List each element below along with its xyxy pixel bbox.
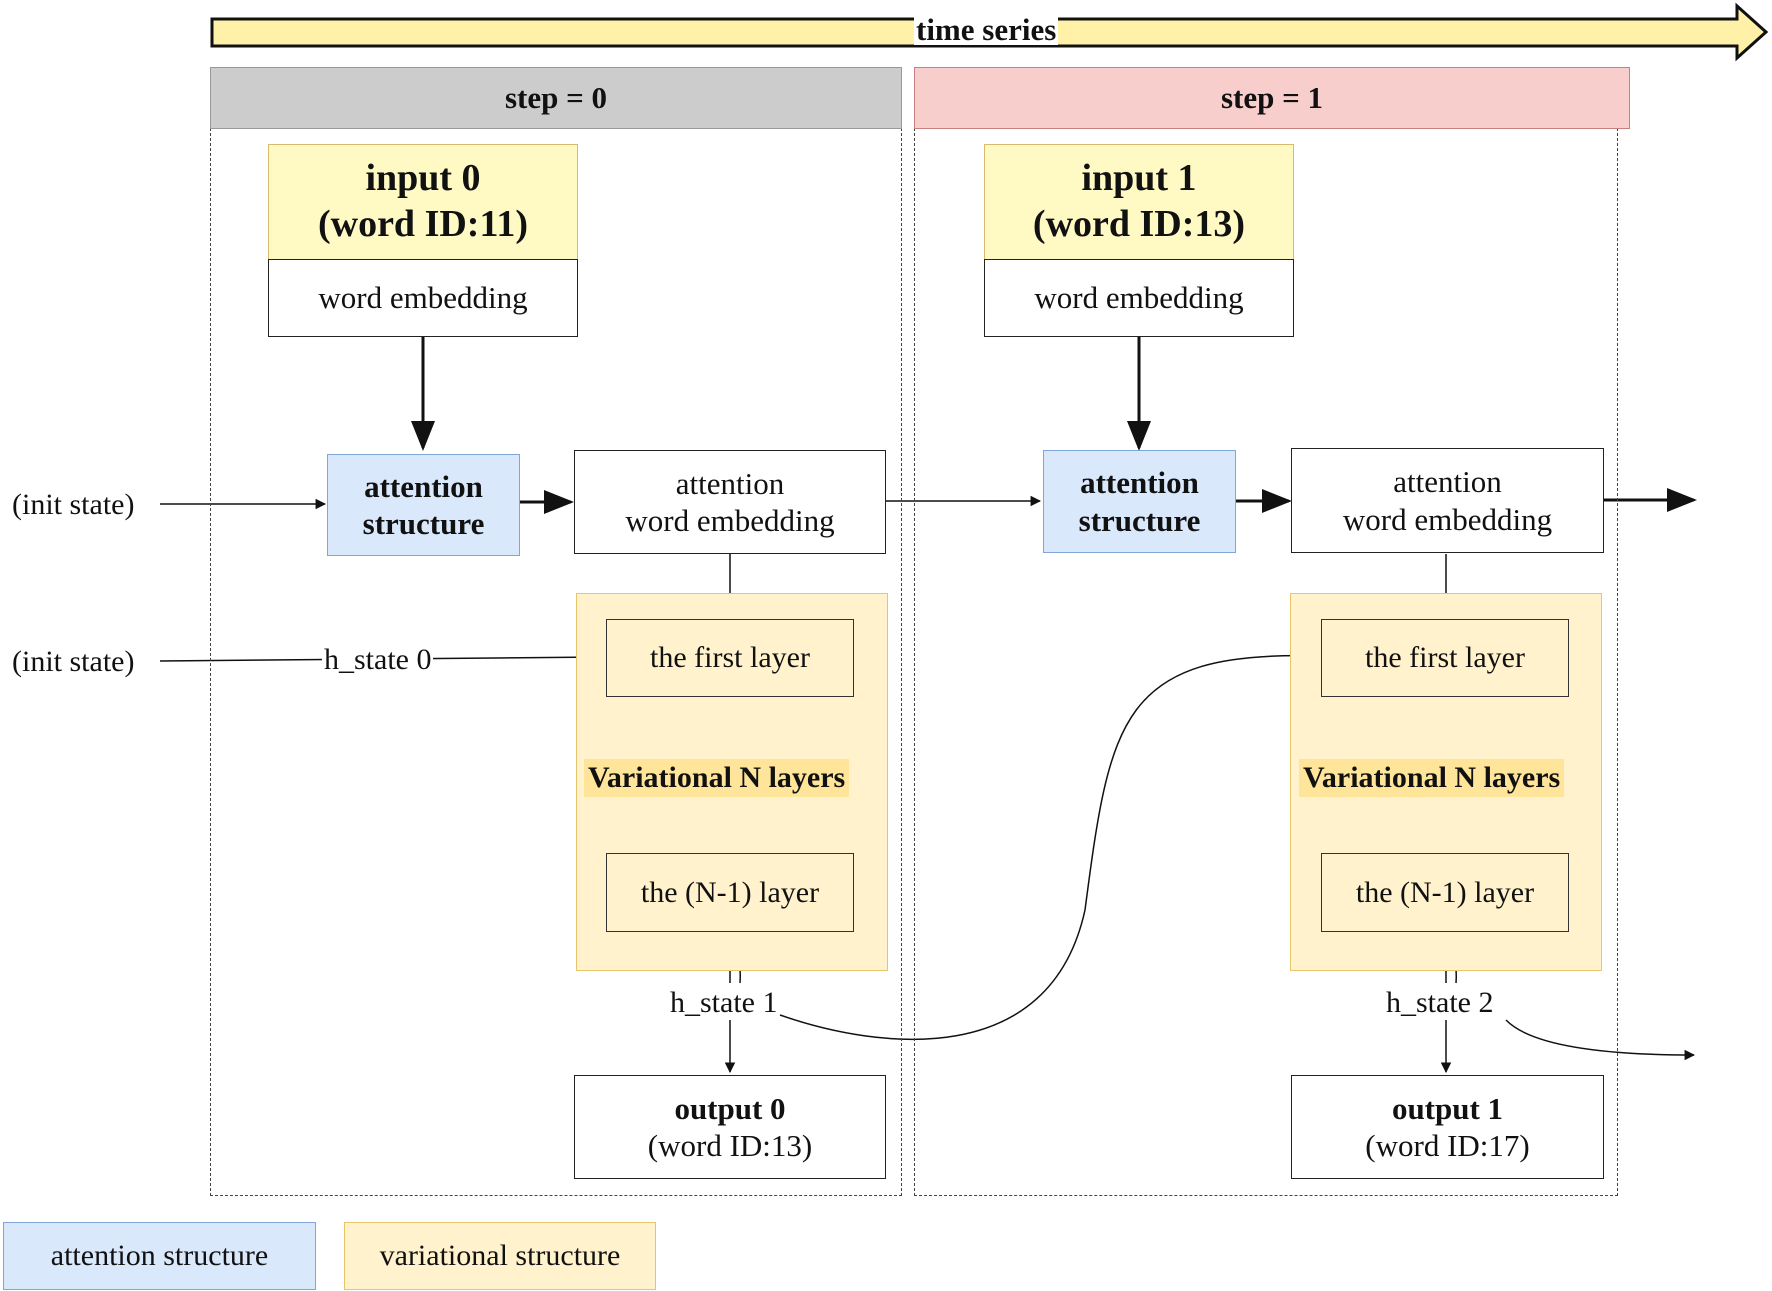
first-layer-0: the first layer: [606, 619, 854, 697]
output-1-title: output 1: [1391, 1090, 1504, 1126]
h-state-0-label: h_state 0: [322, 643, 434, 676]
attention-word-embedding-1-line2: word embedding: [1342, 501, 1553, 537]
last-layer-0: the (N-1) layer: [606, 853, 854, 932]
attention-structure-0-line1: attention: [364, 468, 483, 504]
output-0-box: output 0 (word ID:13): [574, 1075, 886, 1179]
legend-attention-structure: attention structure: [3, 1222, 316, 1290]
input-1-title: input 1: [1081, 157, 1197, 200]
init-state-attention-label: (init state): [12, 488, 135, 521]
step-0-header: step = 0: [210, 67, 902, 129]
attention-structure-1-line1: attention: [1080, 465, 1199, 501]
word-embedding-0: word embedding: [268, 259, 578, 337]
attention-word-embedding-1: attention word embedding: [1291, 448, 1604, 553]
attention-structure-1-line2: structure: [1078, 502, 1201, 538]
attention-word-embedding-0-line2: word embedding: [625, 503, 835, 538]
attention-structure-0: attention structure: [327, 454, 520, 556]
first-layer-1: the first layer: [1321, 619, 1569, 697]
input-0-box: input 0 (word ID:11): [268, 144, 578, 260]
variational-n-layers-label-0: Variational N layers: [584, 759, 850, 797]
output-1-box: output 1 (word ID:17): [1291, 1075, 1604, 1179]
input-1-word-id: (word ID:13): [1032, 203, 1246, 245]
attention-word-embedding-1-line1: attention: [1393, 464, 1502, 500]
time-series-label: time series: [914, 12, 1059, 47]
h-state-1-label: h_state 1: [668, 986, 780, 1019]
output-1-word-id: (word ID:17): [1365, 1128, 1530, 1163]
input-0-title: input 0: [365, 157, 481, 200]
output-0-title: output 0: [674, 1090, 786, 1126]
h-state-2-label: h_state 2: [1384, 986, 1496, 1019]
word-embedding-1: word embedding: [984, 259, 1294, 337]
legend-variational-structure: variational structure: [344, 1222, 656, 1290]
init-state-hidden-label: (init state): [12, 645, 135, 678]
input-1-box: input 1 (word ID:13): [984, 144, 1294, 260]
last-layer-1: the (N-1) layer: [1321, 853, 1569, 932]
attention-word-embedding-0-line1: attention: [675, 465, 785, 501]
output-0-word-id: (word ID:13): [647, 1128, 813, 1163]
attention-structure-1: attention structure: [1043, 450, 1236, 553]
attention-structure-0-line2: structure: [362, 506, 485, 541]
attention-word-embedding-0: attention word embedding: [574, 450, 886, 554]
input-0-word-id: (word ID:11): [317, 203, 529, 245]
variational-n-layers-label-1: Variational N layers: [1299, 759, 1565, 797]
step-1-header: step = 1: [914, 67, 1630, 129]
